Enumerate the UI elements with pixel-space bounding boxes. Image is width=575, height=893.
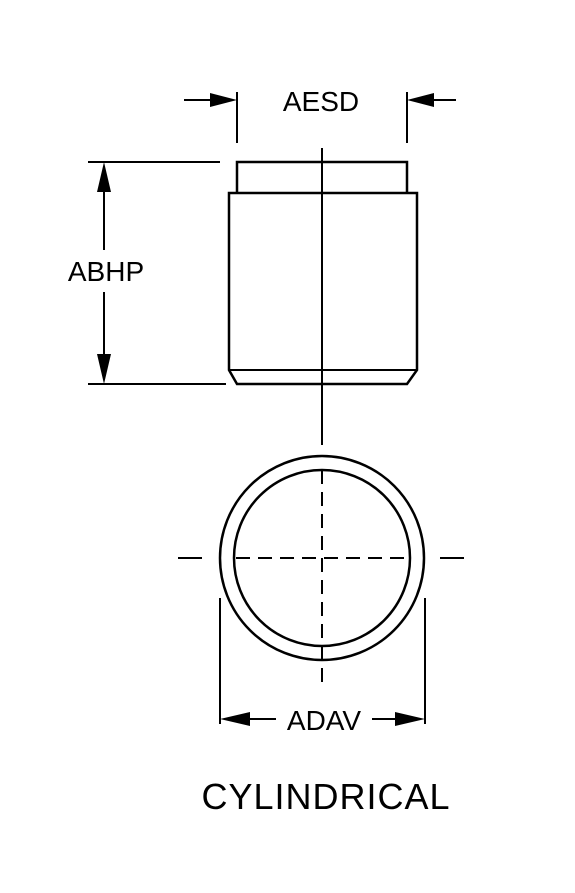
aesd-arrow-right bbox=[407, 93, 434, 107]
aesd-label: AESD bbox=[283, 86, 359, 117]
abhp-arrow-top bbox=[97, 162, 111, 192]
adav-arrow-right bbox=[395, 712, 425, 726]
abhp-dimension: ABHP bbox=[68, 161, 226, 385]
aesd-dimension: AESD bbox=[184, 86, 456, 143]
diagram-title: CYLINDRICAL bbox=[201, 776, 450, 817]
adav-label: ADAV bbox=[287, 705, 361, 736]
end-view bbox=[178, 454, 464, 688]
abhp-arrow-bottom bbox=[97, 354, 111, 384]
adav-dimension: ADAV bbox=[219, 598, 426, 736]
aesd-arrow-left bbox=[210, 93, 237, 107]
adav-arrow-left bbox=[220, 712, 250, 726]
abhp-label: ABHP bbox=[68, 256, 144, 287]
